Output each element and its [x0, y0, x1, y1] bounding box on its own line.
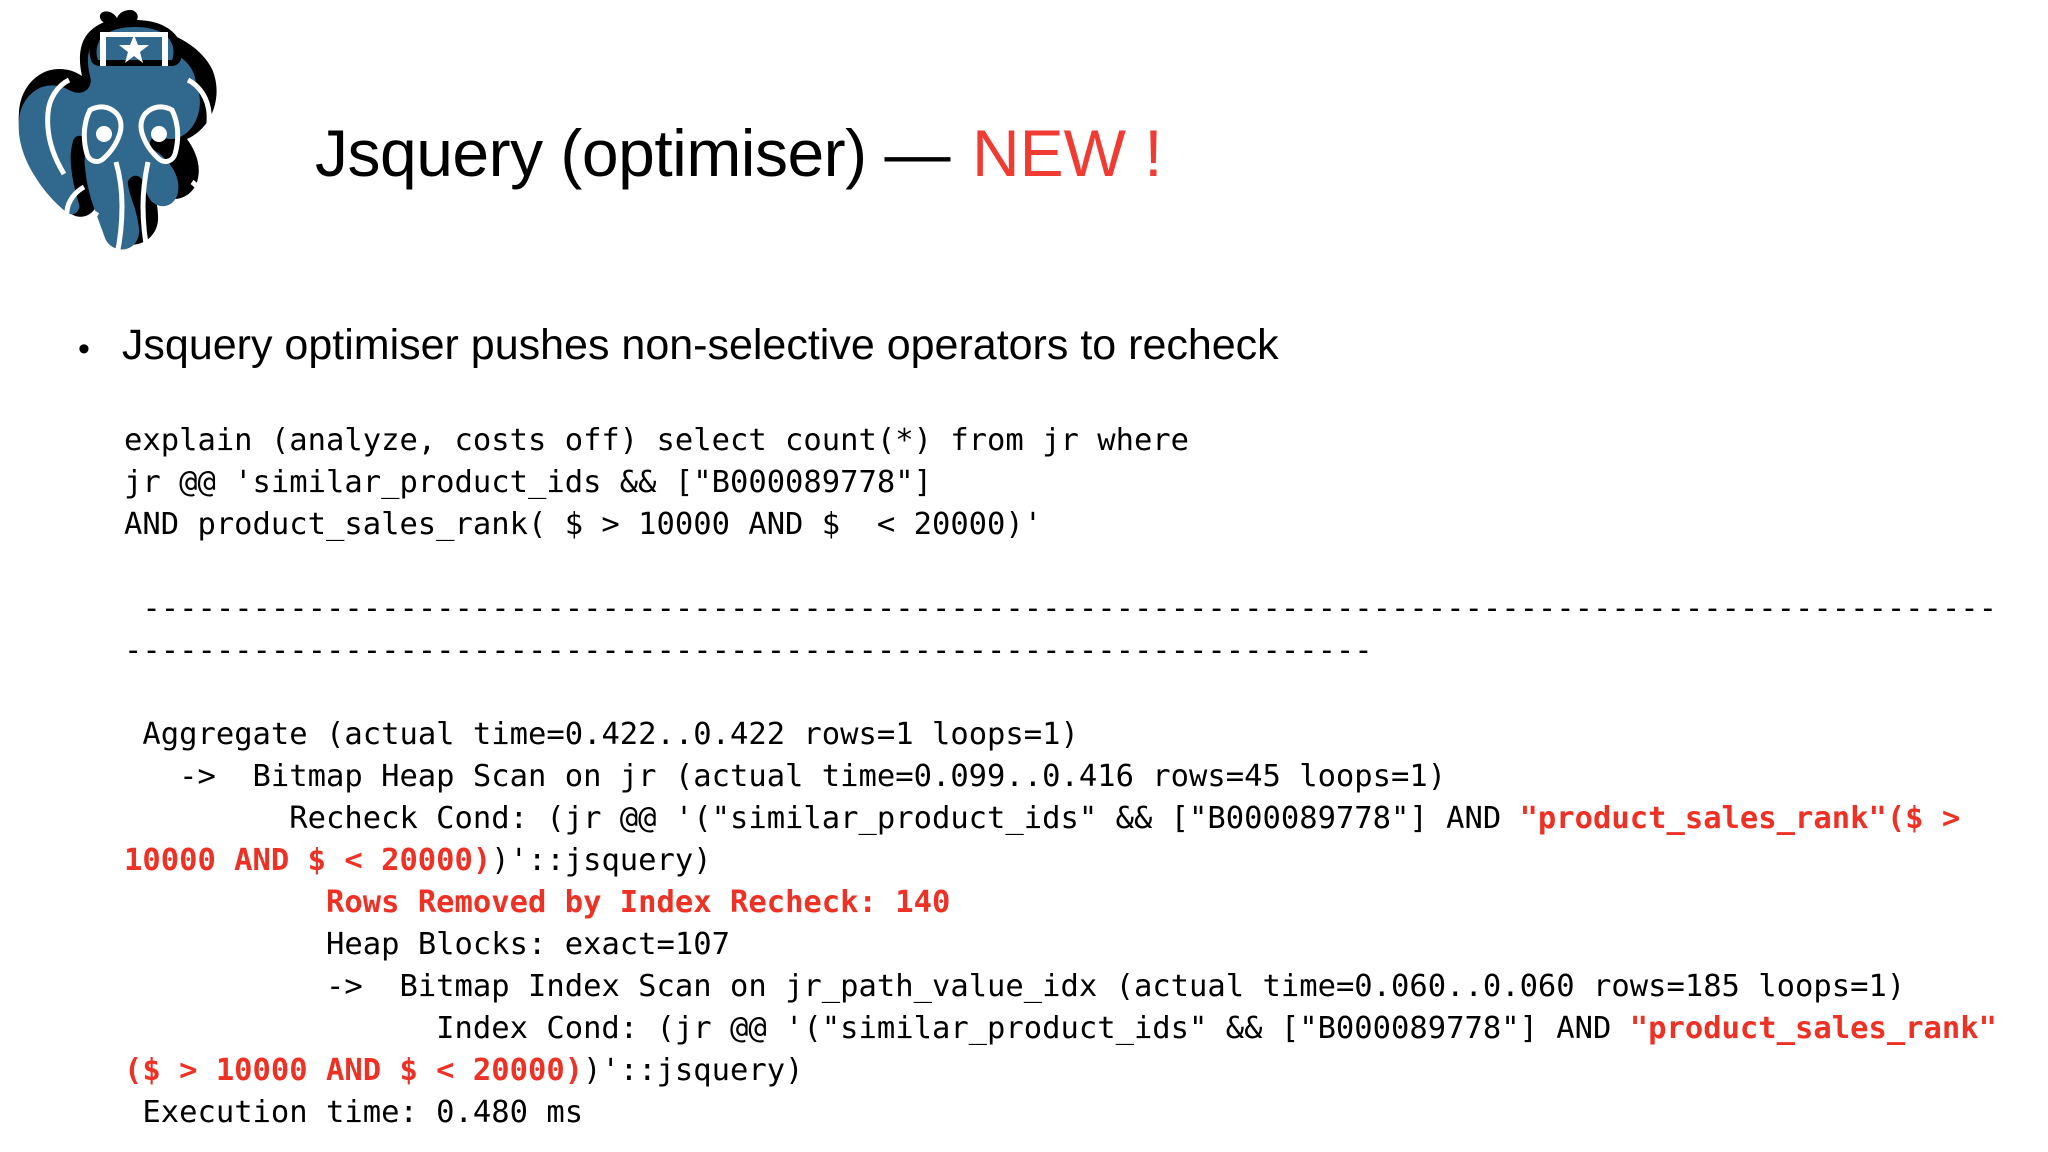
code-plain-span: jr @@ 'similar_product_ids && ["B0000897…: [124, 465, 932, 500]
code-plain-span: Aggregate (actual time=0.422..0.422 rows…: [124, 717, 1079, 752]
plan-bitmap-heap-scan: -> Bitmap Heap Scan on jr (actual time=0…: [124, 756, 2004, 798]
code-accent-span: "product_sales_rank"($ > 10000 AND $ < 2…: [124, 801, 1979, 878]
plan-bitmap-index-scan: -> Bitmap Index Scan on jr_path_value_id…: [124, 966, 2004, 1008]
plan-rows-removed: Rows Removed by Index Recheck: 140: [124, 882, 2004, 924]
code-plain-span: -> Bitmap Heap Scan on jr (actual time=0…: [124, 759, 1447, 794]
slide-title-main: Jsquery (optimiser) —: [315, 116, 950, 190]
plan-heap-blocks: Heap Blocks: exact=107: [124, 924, 2004, 966]
code-accent-span: Rows Removed by Index Recheck: 140: [326, 885, 951, 920]
code-plain-span: )'::jsquery): [491, 843, 712, 878]
code-plain-span: [124, 885, 326, 920]
query-line-1: explain (analyze, costs off) select coun…: [124, 420, 2004, 462]
separator-rule: ----------------------------------------…: [124, 588, 2004, 672]
explain-output-code-block: explain (analyze, costs off) select coun…: [124, 420, 2004, 1134]
code-plain-span: Heap Blocks: exact=107: [124, 927, 730, 962]
bullet-item-label: Jsquery optimiser pushes non-selective o…: [121, 321, 1279, 369]
code-plain-span: -> Bitmap Index Scan on jr_path_value_id…: [124, 969, 1906, 1004]
query-line-2: jr @@ 'similar_product_ids && ["B0000897…: [124, 462, 2004, 504]
code-plain-span: explain (analyze, costs off) select coun…: [124, 423, 1190, 458]
postgresql-elephant-logo: [12, 2, 247, 277]
plan-index-cond: Index Cond: (jr @@ '("similar_product_id…: [124, 1008, 2004, 1092]
query-line-3: AND product_sales_rank( $ > 10000 AND $ …: [124, 504, 2004, 546]
bullet-item: • Jsquery optimiser pushes non-selective…: [78, 321, 1279, 369]
code-accent-span: "product_sales_rank"($ > 10000 AND $ < 2…: [124, 1011, 1998, 1088]
code-plain-span: Recheck Cond: (jr @@ '("similar_product_…: [124, 801, 1520, 836]
spacer-1: [124, 546, 2004, 588]
plan-recheck-cond: Recheck Cond: (jr @@ '("similar_product_…: [124, 798, 2004, 882]
plan-execution-time: Execution time: 0.480 ms: [124, 1092, 2004, 1134]
code-plain-span: )'::jsquery): [583, 1053, 804, 1088]
plan-aggregate: Aggregate (actual time=0.422..0.422 rows…: [124, 714, 2004, 756]
code-plain-span: Execution time: 0.480 ms: [124, 1095, 584, 1130]
slide-title-highlight: NEW !: [971, 116, 1163, 190]
slide-title: Jsquery (optimiser) — NEW !: [315, 108, 1163, 198]
elephant-glyph: [18, 10, 217, 260]
spacer-2: [124, 672, 2004, 714]
bullet-marker-icon: •: [78, 330, 90, 368]
code-plain-span: Index Cond: (jr @@ '("similar_product_id…: [124, 1011, 1630, 1046]
code-plain-span: ----------------------------------------…: [124, 591, 1997, 668]
code-plain-span: AND product_sales_rank( $ > 10000 AND $ …: [124, 507, 1043, 542]
